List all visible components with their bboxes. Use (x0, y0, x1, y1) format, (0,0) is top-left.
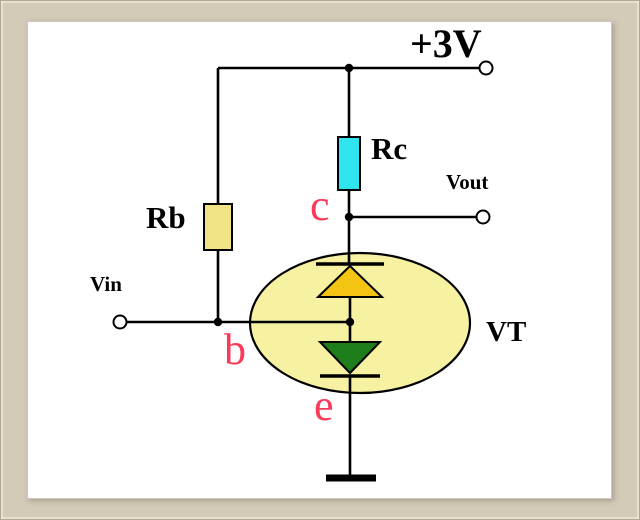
vout-label: Vout (446, 170, 489, 194)
rb-resistor (203, 203, 233, 251)
base-pin-label: b (224, 325, 246, 374)
emitter-pin-label: e (314, 381, 334, 430)
junction-dot-base-center (345, 317, 355, 327)
rb-resistor-label: Rb (146, 200, 186, 235)
vin-label: Vin (90, 272, 122, 296)
junction-dot-supply (344, 63, 354, 73)
junction-dot-base-left (213, 317, 223, 327)
wires (127, 66, 480, 477)
transistor-label: VT (486, 316, 527, 348)
vin-terminal (112, 314, 128, 330)
junction-dot-collector (344, 212, 354, 222)
collector-pin-label: c (310, 181, 330, 230)
vout-terminal (475, 209, 491, 225)
emitter-diode (317, 341, 383, 375)
supply-terminal (478, 60, 494, 76)
supply-voltage-label: +3V (410, 21, 482, 66)
rc-resistor (337, 136, 361, 191)
rc-resistor-label: Rc (371, 131, 408, 166)
collector-diode (315, 264, 385, 298)
